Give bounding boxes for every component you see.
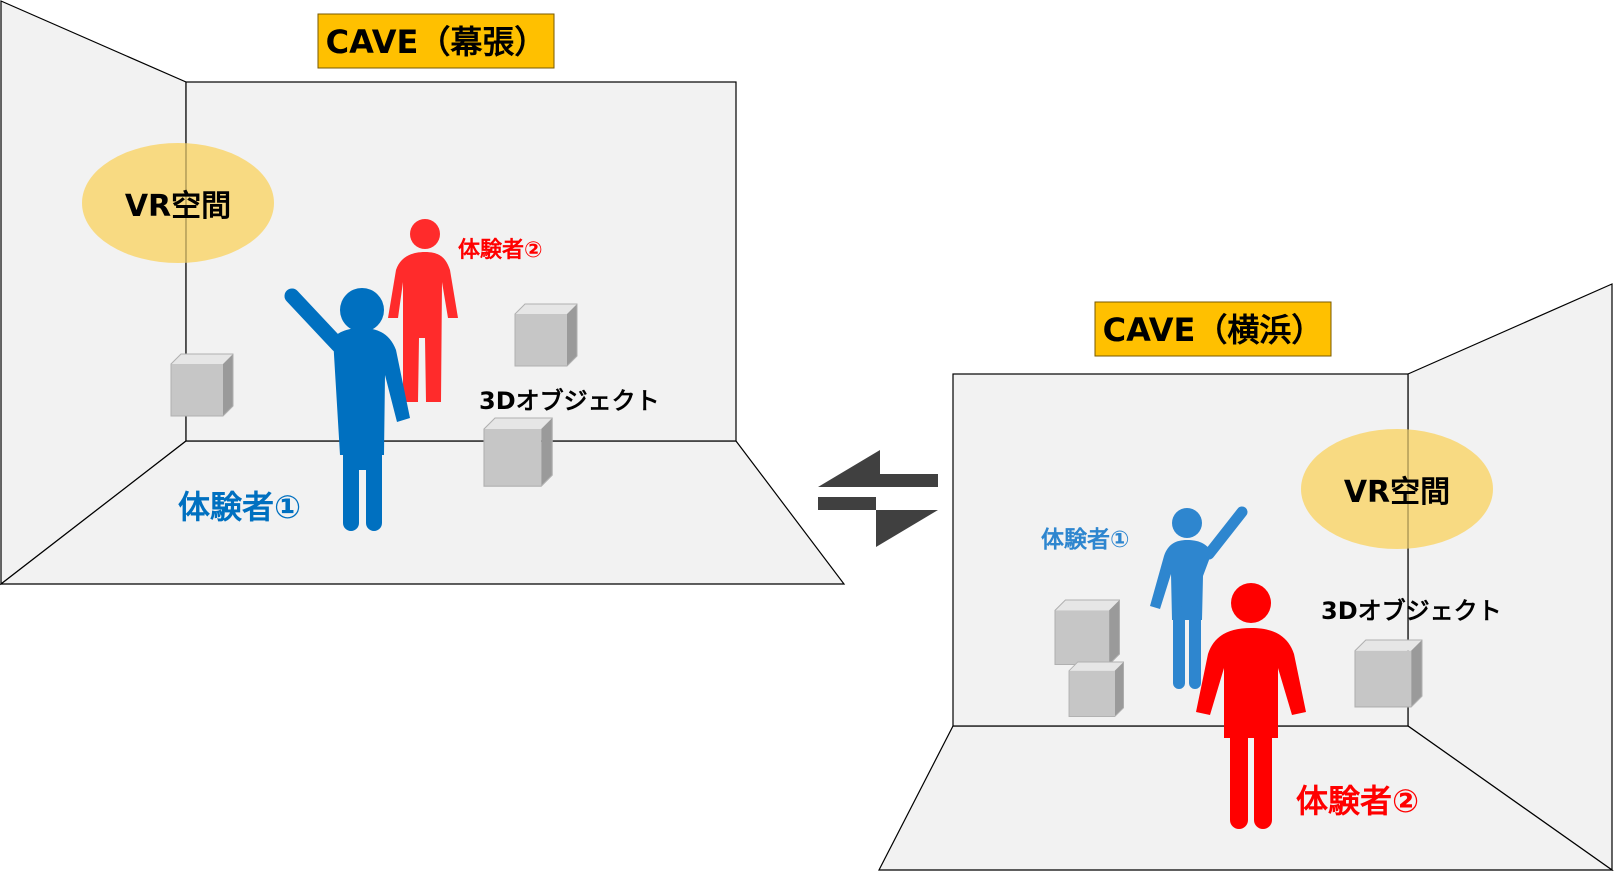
left-room-title-box	[317, 13, 555, 69]
right-vr-space-ellipse	[1301, 429, 1493, 549]
right-cube-3	[1354, 639, 1423, 708]
right-vr-space-label: VR空間	[1344, 475, 1450, 510]
right-room-title: CAVE（横浜）	[1103, 311, 1324, 349]
right-participant2-label: 体験者②	[1296, 782, 1419, 820]
left-participant1-label: 体験者①	[178, 488, 301, 526]
left-participant2-figure	[388, 219, 458, 402]
left-room-back-wall	[185, 81, 737, 442]
left-cube-2	[514, 303, 578, 367]
left-participant2-label: 体験者②	[458, 238, 543, 263]
right-cube-2	[1068, 661, 1125, 717]
right-cube-1	[1054, 599, 1120, 665]
left-vr-space-label: VR空間	[125, 189, 231, 224]
left-participant1-figure	[284, 288, 410, 531]
left-object-label: 3Dオブジェクト	[479, 387, 660, 415]
right-participant1-figure	[1150, 506, 1248, 689]
left-cave-room	[0, 0, 846, 586]
left-cube-1	[170, 353, 234, 417]
right-participant2-figure	[1196, 583, 1306, 829]
left-room-title: CAVE（幕張）	[326, 23, 547, 61]
right-participant1-label: 体験者①	[1041, 527, 1129, 553]
right-object-label: 3Dオブジェクト	[1321, 597, 1502, 625]
left-vr-space-ellipse	[82, 143, 274, 263]
exchange-arrows-icon	[818, 450, 938, 547]
right-room-title-box	[1094, 301, 1332, 357]
left-cube-3	[483, 417, 553, 487]
